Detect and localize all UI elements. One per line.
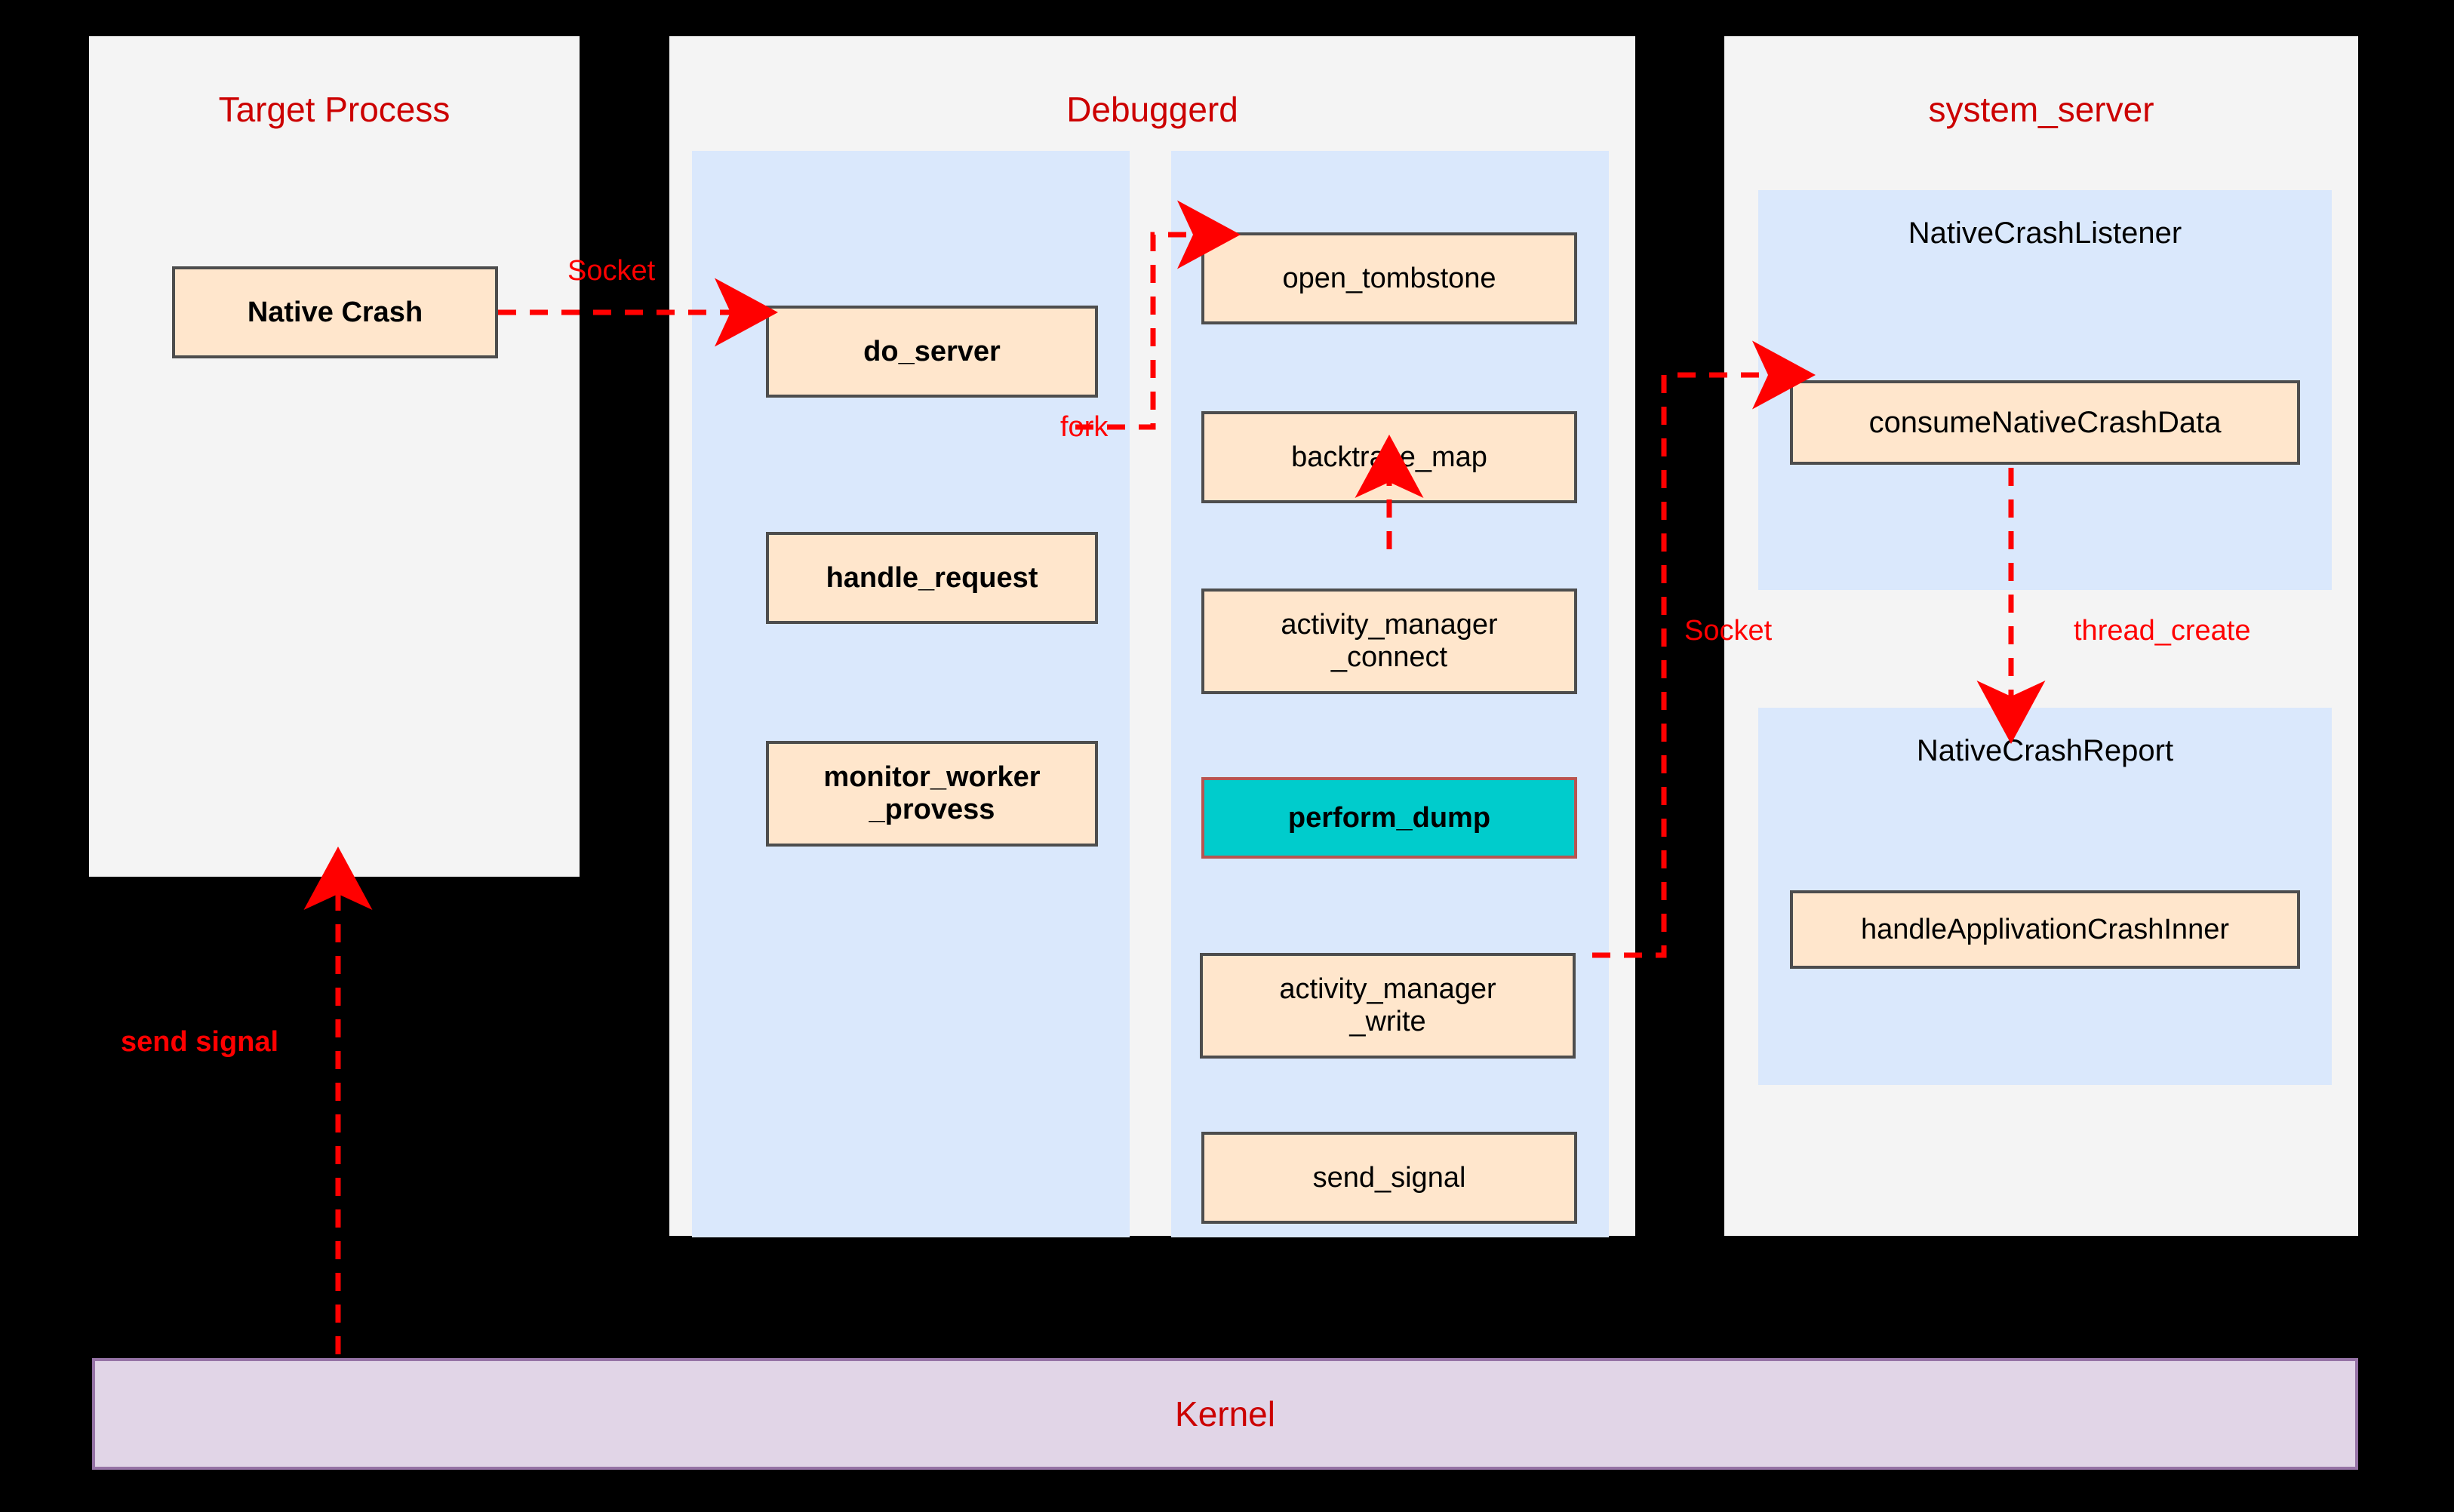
edge-label-socket-right: Socket [1684,615,1773,647]
panel-system-server: system_server NativeCrashListener consum… [1724,36,2358,1236]
node-open-tombstone[interactable]: open_tombstone [1201,232,1577,324]
panel-target-process: Target Process Native Crash [89,36,580,877]
node-activity-manager-connect[interactable]: activity_manager _connect [1201,589,1577,694]
group-native-crash-listener-title: NativeCrashListener [1908,217,2182,250]
node-send-signal[interactable]: send_signal [1201,1132,1577,1224]
node-do-server[interactable]: do_server [766,306,1098,398]
group-debuggerd-left: do_server handle_request monitor_worker … [692,151,1130,1237]
node-native-crash[interactable]: Native Crash [172,266,498,358]
node-activity-manager-write[interactable]: activity_manager _write [1200,953,1576,1059]
panel-debuggerd-title: Debuggerd [1066,90,1238,129]
edge-label-thread-create: thread_create [2074,615,2251,647]
panel-system-server-title: system_server [1928,90,2154,129]
node-monitor-worker-provess[interactable]: monitor_worker _provess [766,741,1098,847]
panel-target-process-title: Target Process [218,90,451,129]
node-perform-dump[interactable]: perform_dump [1201,777,1577,859]
node-backtrace-map[interactable]: backtrace_map [1201,411,1577,503]
group-debuggerd-right: open_tombstone backtrace_map activity_ma… [1171,151,1609,1237]
group-native-crash-report-title: NativeCrashReport [1916,734,2174,767]
kernel-bar[interactable]: Kernel [92,1358,2358,1470]
edge-label-send-signal: send signal [121,1026,279,1058]
edge-label-fork: fork [1060,411,1109,443]
node-handle-applivation-crash-inner[interactable]: handleApplivationCrashInner [1790,890,2300,969]
group-native-crash-listener: NativeCrashListener consumeNativeCrashDa… [1758,190,2332,590]
node-handle-request[interactable]: handle_request [766,532,1098,624]
node-consume-native-crash-data[interactable]: consumeNativeCrashData [1790,380,2300,465]
edge-label-socket-left: Socket [567,255,656,287]
group-native-crash-report: NativeCrashReport handleApplivationCrash… [1758,708,2332,1085]
panel-debuggerd: Debuggerd do_server handle_request monit… [669,36,1635,1237]
